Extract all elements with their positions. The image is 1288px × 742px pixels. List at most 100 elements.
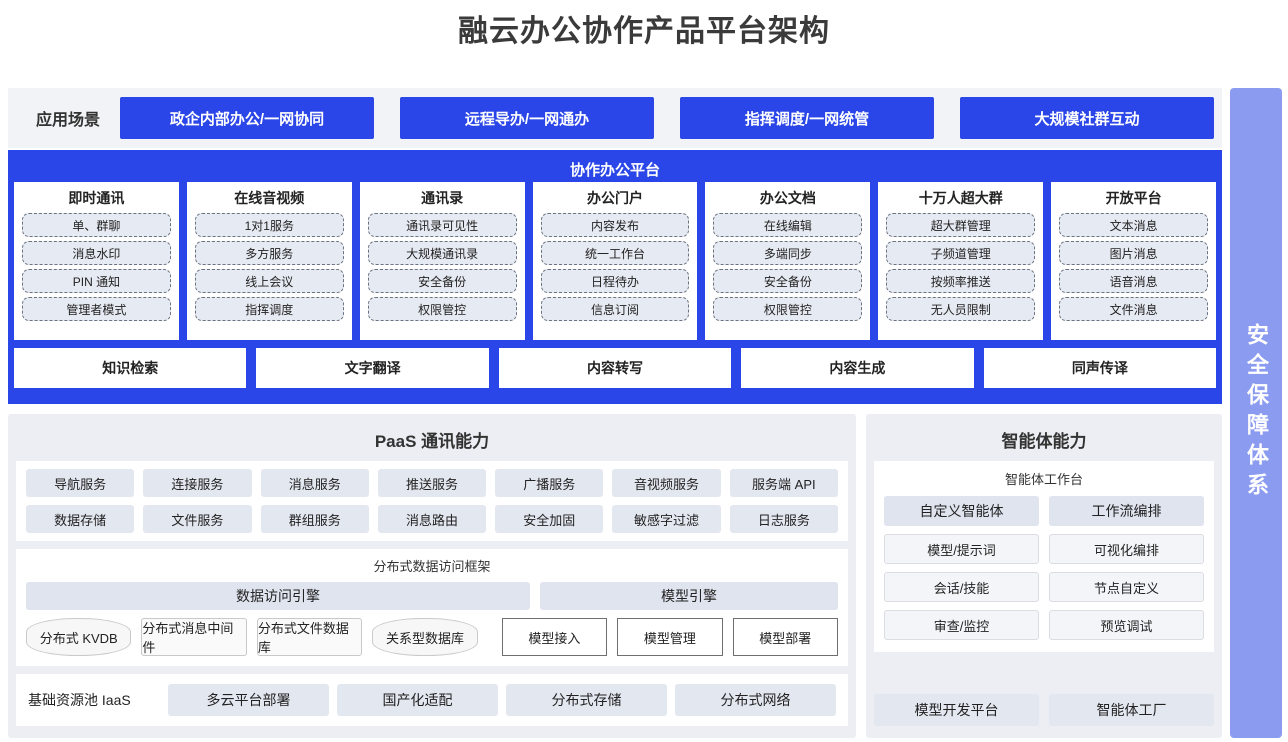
paas-service-chip[interactable]: 服务端 API xyxy=(729,469,838,497)
data-access-framework-title: 分布式数据访问框架 xyxy=(373,559,491,574)
agent-column-head[interactable]: 自定义智能体 xyxy=(884,496,1039,526)
agent-item[interactable]: 审查/监控 xyxy=(884,610,1039,640)
capability-item[interactable]: 超大群管理 xyxy=(886,213,1036,237)
capability-card-items: 文本消息 图片消息 语音消息 文件消息 xyxy=(1059,213,1209,321)
paas-service-chip[interactable]: 安全加固 xyxy=(495,505,604,533)
paas-service-chip[interactable]: 敏感字过滤 xyxy=(612,505,721,533)
capability-item[interactable]: 文本消息 xyxy=(1059,213,1209,237)
model-engine[interactable]: 模型引擎 xyxy=(540,582,838,610)
paas-services-box: 导航服务 连接服务 消息服务 推送服务 广播服务 音视频服务 服务端 API 数… xyxy=(16,461,848,541)
capability-card-items: 通讯录可见性 大规模通讯录 安全备份 权限管控 xyxy=(367,213,517,321)
agent-item[interactable]: 节点自定义 xyxy=(1049,572,1204,602)
iaas-chip[interactable]: 分布式网络 xyxy=(675,684,836,716)
ai-capability-chip[interactable]: 知识检索 xyxy=(14,348,247,388)
paas-service-chip[interactable]: 数据存储 xyxy=(26,505,135,533)
capability-item[interactable]: 在线编辑 xyxy=(713,213,863,237)
agent-bottom-chip[interactable]: 智能体工厂 xyxy=(1049,694,1214,726)
scenario-chip[interactable]: 政企内部办公/一网协同 xyxy=(120,97,374,139)
capability-card-title: 办公门户 xyxy=(587,190,643,206)
capability-item[interactable]: 内容发布 xyxy=(540,213,690,237)
capability-item[interactable]: 语音消息 xyxy=(1059,269,1209,293)
datastore-box[interactable]: 分布式消息中间件 xyxy=(141,618,247,656)
paas-service-chip[interactable]: 日志服务 xyxy=(729,505,838,533)
agent-column: 工作流编排 可视化编排 节点自定义 预览调试 xyxy=(1049,496,1204,640)
capability-item[interactable]: 大规模通讯录 xyxy=(367,241,517,265)
model-store-box[interactable]: 模型管理 xyxy=(617,618,723,656)
model-store-box[interactable]: 模型接入 xyxy=(501,618,608,656)
capability-card-title: 开放平台 xyxy=(1105,190,1162,206)
capability-card: 办公门户 内容发布 统一工作台 日程待办 信息订阅 xyxy=(532,182,698,340)
agent-item[interactable]: 预览调试 xyxy=(1049,610,1204,640)
agent-capability-title: 智能体能力 xyxy=(1001,432,1087,451)
capability-item[interactable]: 文件消息 xyxy=(1059,297,1209,321)
iaas-chip[interactable]: 国产化适配 xyxy=(337,684,498,716)
datastore-cylinder[interactable]: 分布式 KVDB xyxy=(26,618,132,656)
capability-item[interactable]: 安全备份 xyxy=(367,269,517,293)
paas-service-chip[interactable]: 音视频服务 xyxy=(612,469,721,497)
capability-item[interactable]: 无人员限制 xyxy=(886,297,1036,321)
scenario-chip[interactable]: 大规模社群互动 xyxy=(960,97,1214,139)
capability-card-title: 办公文档 xyxy=(759,190,816,206)
capability-card-title: 十万人超大群 xyxy=(918,190,1003,206)
paas-service-chip[interactable]: 推送服务 xyxy=(377,469,487,497)
datastore-cylinder[interactable]: 关系型数据库 xyxy=(372,618,478,656)
agent-bottom-chip[interactable]: 模型开发平台 xyxy=(874,694,1039,726)
agent-capability-panel: 智能体能力 智能体工作台 自定义智能体 模型/提示词 会话/技能 审查/监控 工… xyxy=(866,414,1222,738)
capability-card: 通讯录 通讯录可见性 大规模通讯录 安全备份 权限管控 xyxy=(359,182,525,340)
capability-item[interactable]: 多方服务 xyxy=(194,241,344,265)
capability-item[interactable]: 消息水印 xyxy=(22,241,171,265)
capability-item[interactable]: 统一工作台 xyxy=(540,241,690,265)
capability-item[interactable]: 指挥调度 xyxy=(194,297,344,321)
capability-item[interactable]: 1对1服务 xyxy=(194,213,344,237)
model-store-box[interactable]: 模型部署 xyxy=(732,618,838,656)
paas-panel: PaaS 通讯能力 导航服务 连接服务 消息服务 推送服务 广播服务 音视频服务… xyxy=(8,414,856,738)
data-access-framework-box: 分布式数据访问框架 数据访问引擎 模型引擎 分布式 KVDB 分布式消息中间件 … xyxy=(16,549,848,666)
capability-item[interactable]: 通讯录可见性 xyxy=(367,213,517,237)
paas-service-chip[interactable]: 消息服务 xyxy=(260,469,369,497)
ai-capability-chip[interactable]: 内容生成 xyxy=(741,348,974,388)
paas-services-row: 导航服务 连接服务 消息服务 推送服务 广播服务 音视频服务 服务端 API xyxy=(26,469,838,497)
capability-item[interactable]: 日程待办 xyxy=(540,269,690,293)
capability-item[interactable]: PIN 通知 xyxy=(22,269,171,293)
agent-item[interactable]: 可视化编排 xyxy=(1049,534,1204,564)
ai-capability-chip[interactable]: 同声传译 xyxy=(983,348,1217,388)
agent-item[interactable]: 模型/提示词 xyxy=(884,534,1039,564)
collaboration-platform-title: 协作办公平台 xyxy=(569,161,660,179)
iaas-chip[interactable]: 分布式存储 xyxy=(506,684,667,716)
capability-item[interactable]: 安全备份 xyxy=(713,269,863,293)
paas-service-chip[interactable]: 连接服务 xyxy=(143,469,252,497)
capability-item[interactable]: 单、群聊 xyxy=(22,213,171,237)
capability-item[interactable]: 信息订阅 xyxy=(540,297,690,321)
agent-workbench-box: 智能体工作台 自定义智能体 模型/提示词 会话/技能 审查/监控 工作流编排 可… xyxy=(874,461,1214,652)
capability-item[interactable]: 权限管控 xyxy=(713,297,863,321)
capability-card-items: 1对1服务 多方服务 线上会议 指挥调度 xyxy=(194,213,344,321)
ai-capability-chip[interactable]: 文字翻译 xyxy=(256,348,489,388)
paas-service-chip[interactable]: 群组服务 xyxy=(260,505,369,533)
scenario-chip[interactable]: 远程导办/一网通办 xyxy=(400,97,654,139)
agent-columns: 自定义智能体 模型/提示词 会话/技能 审查/监控 工作流编排 可视化编排 节点… xyxy=(884,496,1204,640)
capability-item[interactable]: 多端同步 xyxy=(713,241,863,265)
capability-item[interactable]: 线上会议 xyxy=(194,269,344,293)
data-access-engine[interactable]: 数据访问引擎 xyxy=(26,582,530,610)
scenario-chip[interactable]: 指挥调度/一网统管 xyxy=(680,97,934,139)
datastore-box[interactable]: 分布式文件数据库 xyxy=(256,618,363,656)
capability-card: 开放平台 文本消息 图片消息 语音消息 文件消息 xyxy=(1051,182,1217,340)
paas-service-chip[interactable]: 文件服务 xyxy=(143,505,252,533)
capability-item[interactable]: 管理者模式 xyxy=(22,297,171,321)
ai-capability-chip[interactable]: 内容转写 xyxy=(498,348,732,388)
capability-item[interactable]: 子频道管理 xyxy=(886,241,1036,265)
stores-row: 分布式 KVDB 分布式消息中间件 分布式文件数据库 关系型数据库 模型接入 模… xyxy=(26,618,838,656)
paas-service-chip[interactable]: 导航服务 xyxy=(26,469,135,497)
paas-service-chip[interactable]: 消息路由 xyxy=(377,505,487,533)
capability-item[interactable]: 按频率推送 xyxy=(886,269,1036,293)
capability-item[interactable]: 权限管控 xyxy=(367,297,517,321)
ai-capability-row: 知识检索 文字翻译 内容转写 内容生成 同声传译 xyxy=(14,348,1217,388)
agent-column-head[interactable]: 工作流编排 xyxy=(1049,496,1204,526)
capability-card: 即时通讯 单、群聊 消息水印 PIN 通知 管理者模式 xyxy=(14,182,179,340)
capability-item[interactable]: 图片消息 xyxy=(1059,241,1209,265)
paas-service-chip[interactable]: 广播服务 xyxy=(495,469,604,497)
iaas-chip[interactable]: 多云平台部署 xyxy=(168,684,329,716)
capability-card-title: 通讯录 xyxy=(421,190,464,206)
agent-item[interactable]: 会话/技能 xyxy=(884,572,1039,602)
